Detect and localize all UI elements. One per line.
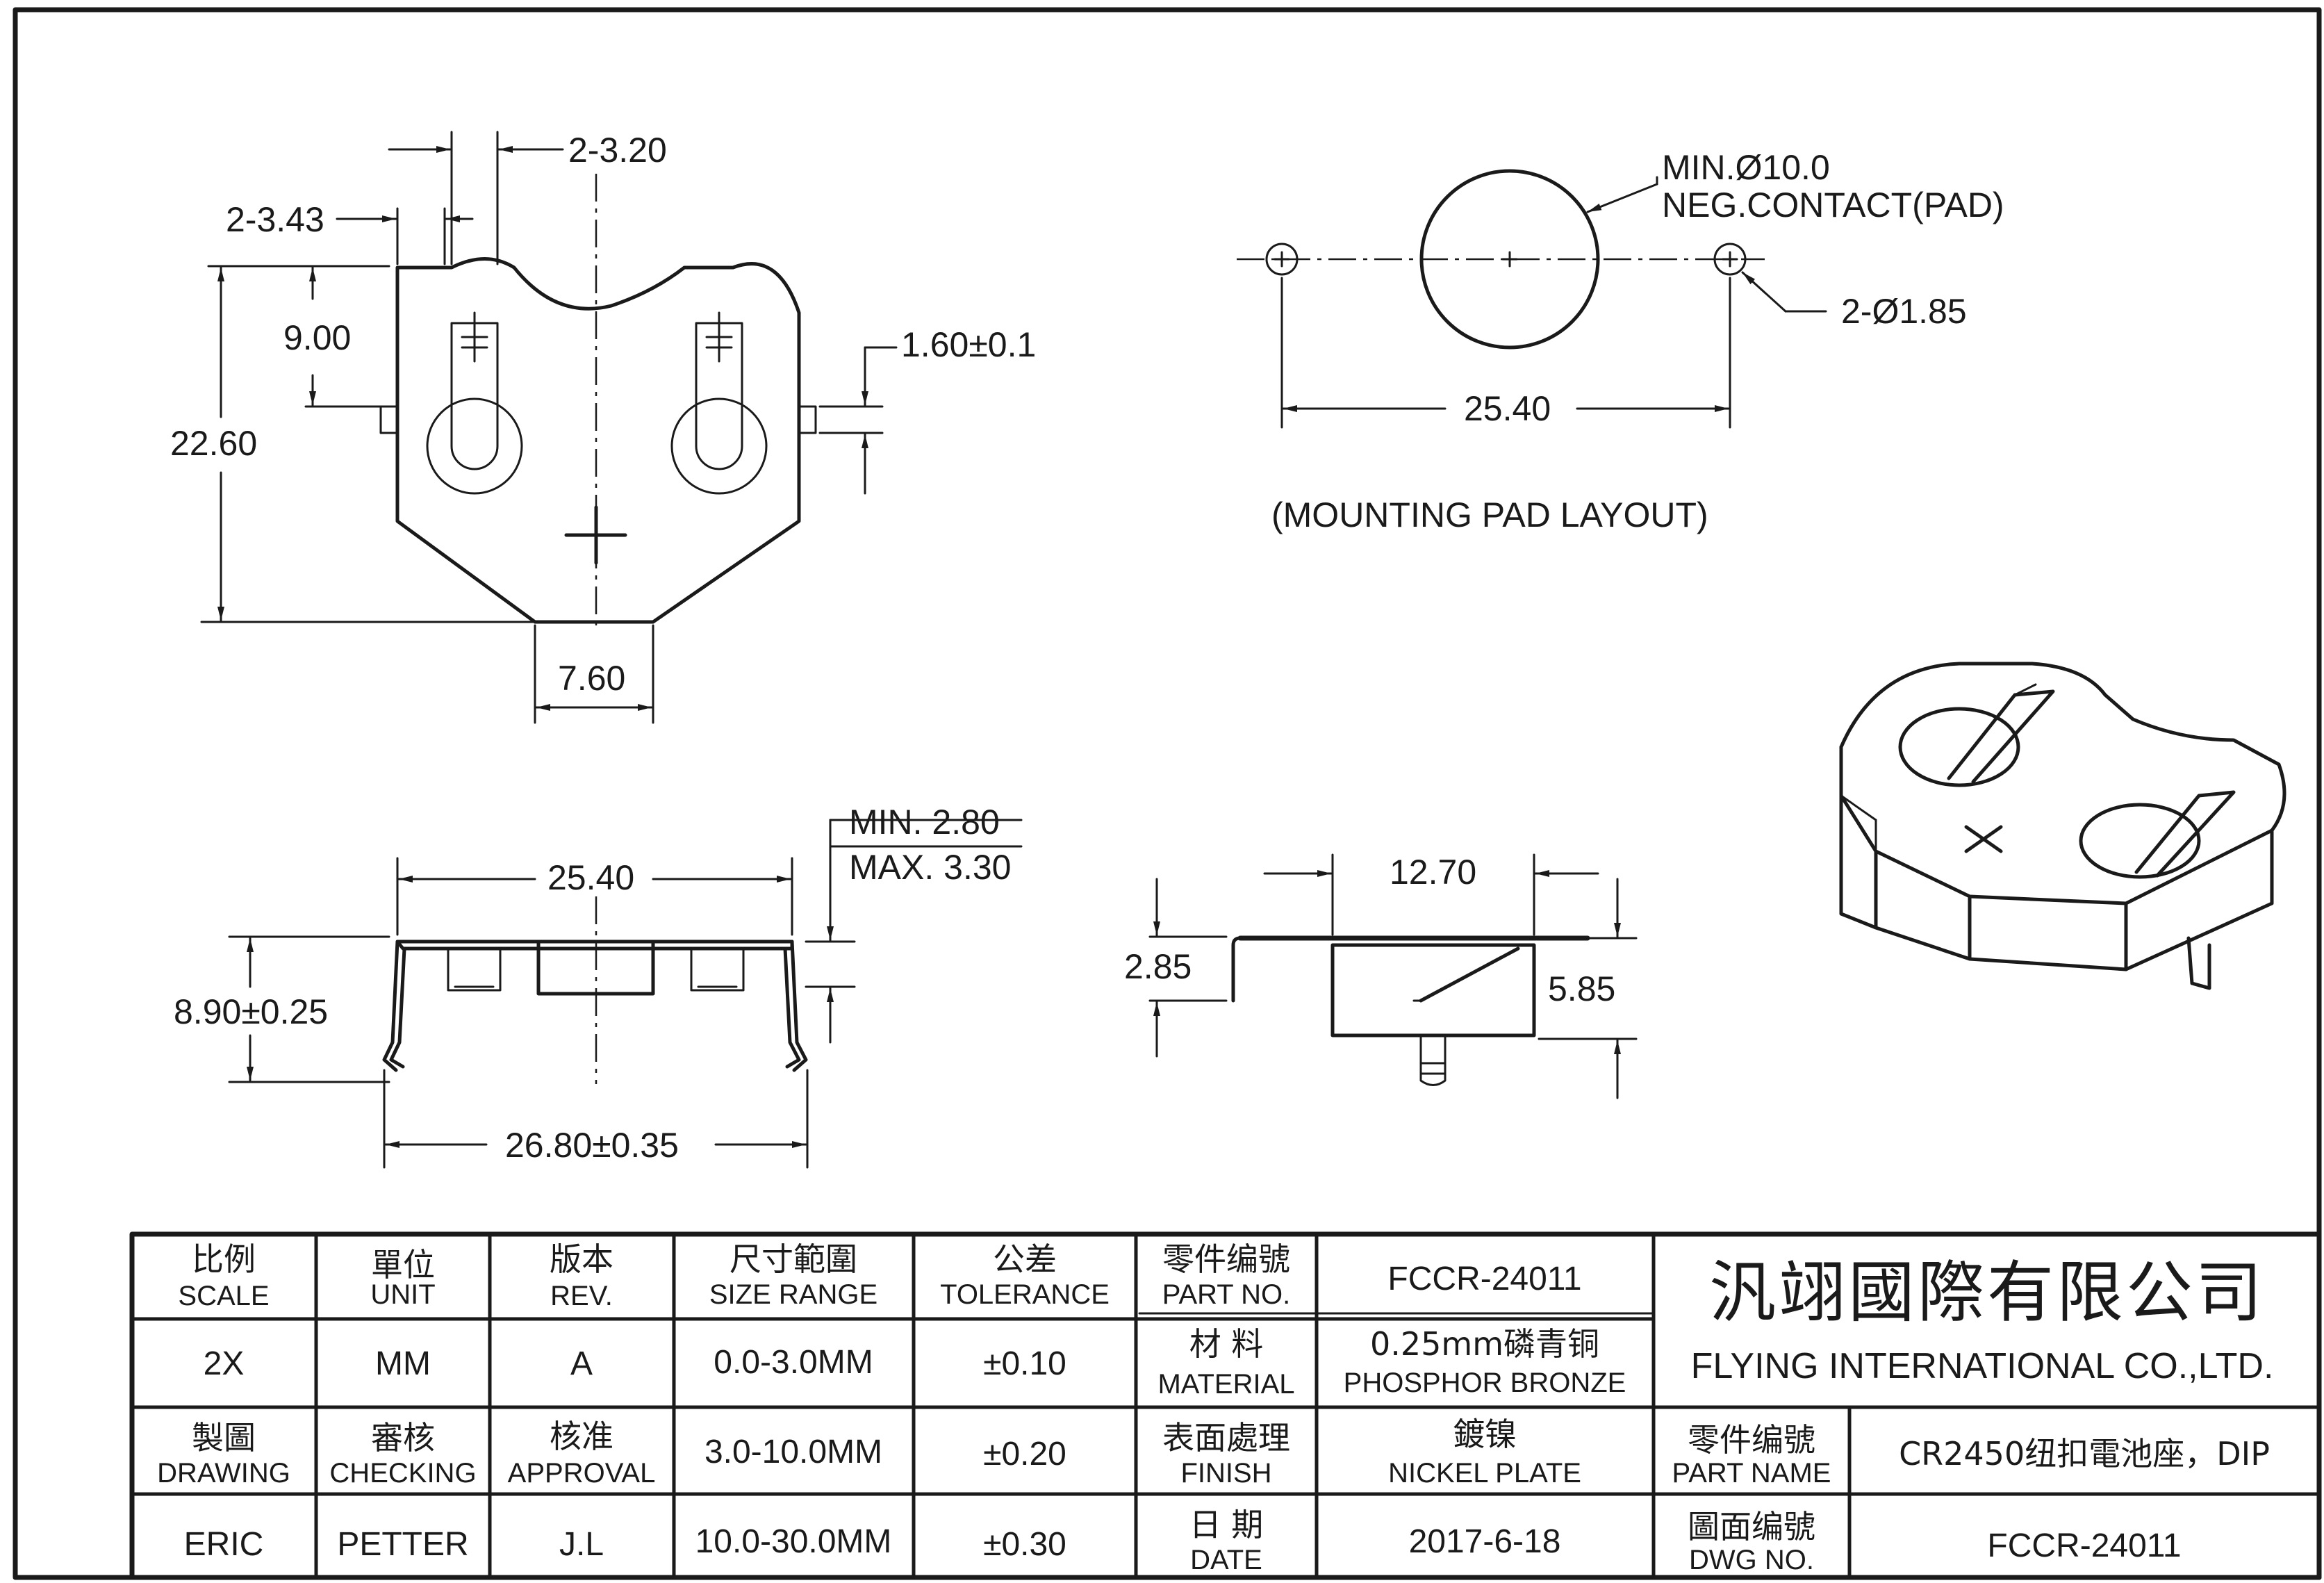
dwgno-label-cn: 圖面编號	[1688, 1508, 1815, 1545]
company-name-en: FLYING INTERNATIONAL CO.,LTD.	[1691, 1346, 2274, 1386]
tolerance-2: ±0.20	[983, 1436, 1066, 1473]
finish-value-2: NICKEL PLATE	[1388, 1458, 1581, 1488]
partno-label-en: PART NO.	[1162, 1279, 1291, 1310]
neg-contact-pad	[1419, 169, 1600, 350]
pad-layout-title: (MOUNTING PAD LAYOUT)	[1271, 495, 1708, 534]
dim-slot-width: 2-3.20	[568, 131, 667, 170]
title-block: 比例 SCALE 單位 UNIT 版本 REV. 尺寸範圍 SIZE RANGE…	[129, 1231, 2322, 1580]
finish-value-1: 鍍镍	[1453, 1416, 1517, 1453]
left-slot	[450, 322, 499, 470]
right-tab	[798, 405, 817, 434]
dim-slot-pitch: 2-3.43	[226, 200, 324, 239]
drawing-value: ERIC	[184, 1526, 264, 1563]
side-dim-min: MIN. 2.80	[849, 803, 1000, 842]
checking-value: PETTER	[337, 1526, 468, 1563]
material-value-2: PHOSPHOR BRONZE	[1344, 1368, 1626, 1398]
left-block	[447, 947, 502, 992]
mounting-pad-layout: MIN.Ø10.0 NEG.CONTACT(PAD) 2-Ø1.85 25.40…	[1237, 148, 2004, 534]
rev-value: A	[570, 1345, 593, 1382]
drawing-label-cn: 製圖	[192, 1419, 256, 1457]
approval-label-cn: 核准	[550, 1418, 613, 1455]
partname-label-en: PART NAME	[1672, 1458, 1831, 1488]
right-hole	[670, 397, 768, 495]
range-2: 3.0-10.0MM	[704, 1434, 882, 1470]
end-view-pin	[1419, 1034, 1447, 1086]
partno-value: FCCR-24011	[1387, 1261, 1581, 1297]
end-dim-offset: 2.85	[1124, 947, 1192, 986]
iso-left-hole	[1898, 707, 2020, 787]
side-dim-width: 26.80±0.35	[505, 1126, 679, 1165]
pad-note-line2: NEG.CONTACT(PAD)	[1662, 186, 2004, 224]
tolerance-3: ±0.30	[983, 1526, 1066, 1563]
top-view: 2-3.20 2-3.43 9.00 22.60 1.60±0.1 7.60	[170, 131, 1036, 724]
end-view: 12.70 2.85 5.85	[1124, 853, 1638, 1099]
side-dim-height: 8.90±0.25	[174, 992, 328, 1031]
contact-spring	[1419, 946, 1520, 1003]
unit-value: MM	[375, 1345, 431, 1382]
company-name-cn: 汎翊國際有限公司	[1709, 1254, 2265, 1331]
end-dim-height: 5.85	[1548, 969, 1615, 1008]
side-dim-top: 25.40	[547, 858, 634, 897]
material-label-en: MATERIAL	[1157, 1369, 1294, 1400]
range-1: 0.0-3.0MM	[714, 1344, 873, 1381]
scale-value: 2X	[204, 1345, 245, 1382]
date-value: 2017-6-18	[1409, 1523, 1561, 1560]
date-label-en: DATE	[1190, 1545, 1262, 1575]
partname-value: CR2450纽扣電池座，DIP	[1899, 1435, 2270, 1473]
partname-label-cn: 零件编號	[1688, 1421, 1815, 1459]
approval-label-en: APPROVAL	[508, 1458, 656, 1488]
isometric-view	[1839, 662, 2286, 990]
dim-height: 22.60	[170, 424, 257, 463]
hole-note: 2-Ø1.85	[1841, 292, 1967, 331]
pad-note-line1: MIN.Ø10.0	[1662, 148, 1830, 187]
right-block	[690, 947, 745, 992]
tolerance-1: ±0.10	[983, 1345, 1066, 1382]
scale-label-cn: 比例	[192, 1240, 256, 1278]
tolerance-label-cn: 公差	[993, 1240, 1057, 1278]
right-slot	[695, 322, 743, 470]
date-label-cn: 日 期	[1189, 1506, 1264, 1543]
material-value-1: 0.25mm磷青铜	[1370, 1325, 1599, 1363]
size-label-cn: 尺寸範圍	[730, 1240, 857, 1278]
pad-dim-pitch: 25.40	[1464, 389, 1551, 428]
side-view: 25.40 MIN. 2.80 MAX. 3.30 8.90±0.25 26.8…	[174, 803, 1023, 1169]
end-dim-width: 12.70	[1390, 853, 1476, 892]
unit-label-cn: 單位	[371, 1246, 435, 1283]
dim-slot-depth: 9.00	[283, 318, 351, 357]
approval-value: J.L	[559, 1526, 604, 1563]
checking-label-cn: 審核	[371, 1419, 435, 1457]
size-label-en: SIZE RANGE	[709, 1279, 877, 1310]
dwgno-value: FCCR-24011	[1987, 1527, 2181, 1564]
dwgno-label-en: DWG NO.	[1689, 1545, 1814, 1575]
partno-label-cn: 零件编號	[1162, 1240, 1290, 1278]
range-3: 10.0-30.0MM	[695, 1523, 892, 1560]
mounting-hole-left	[1265, 243, 1299, 276]
material-label-cn: 材 料	[1189, 1325, 1264, 1363]
drawing-label-en: DRAWING	[157, 1458, 290, 1488]
drawing-border	[13, 7, 2322, 1580]
scale-label-en: SCALE	[178, 1281, 269, 1311]
dim-tab: 1.60±0.1	[901, 325, 1036, 364]
side-dim-max: MAX. 3.30	[849, 848, 1011, 887]
left-hole	[426, 397, 523, 495]
unit-label-en: UNIT	[370, 1279, 435, 1310]
left-tab	[379, 405, 399, 434]
dim-bottom: 7.60	[558, 659, 625, 698]
finish-label-en: FINISH	[1180, 1458, 1271, 1488]
rev-label-cn: 版本	[550, 1240, 613, 1278]
iso-top-plate	[1839, 662, 2286, 905]
iso-right-hole	[2079, 803, 2201, 879]
end-view-body	[1330, 943, 1536, 1037]
rev-label-en: REV.	[550, 1281, 613, 1311]
mounting-hole-right	[1713, 243, 1747, 276]
top-view-outline	[395, 257, 801, 624]
checking-label-en: CHECKING	[329, 1458, 476, 1488]
finish-label-cn: 表面處理	[1162, 1419, 1290, 1457]
tolerance-label-en: TOLERANCE	[940, 1279, 1110, 1310]
